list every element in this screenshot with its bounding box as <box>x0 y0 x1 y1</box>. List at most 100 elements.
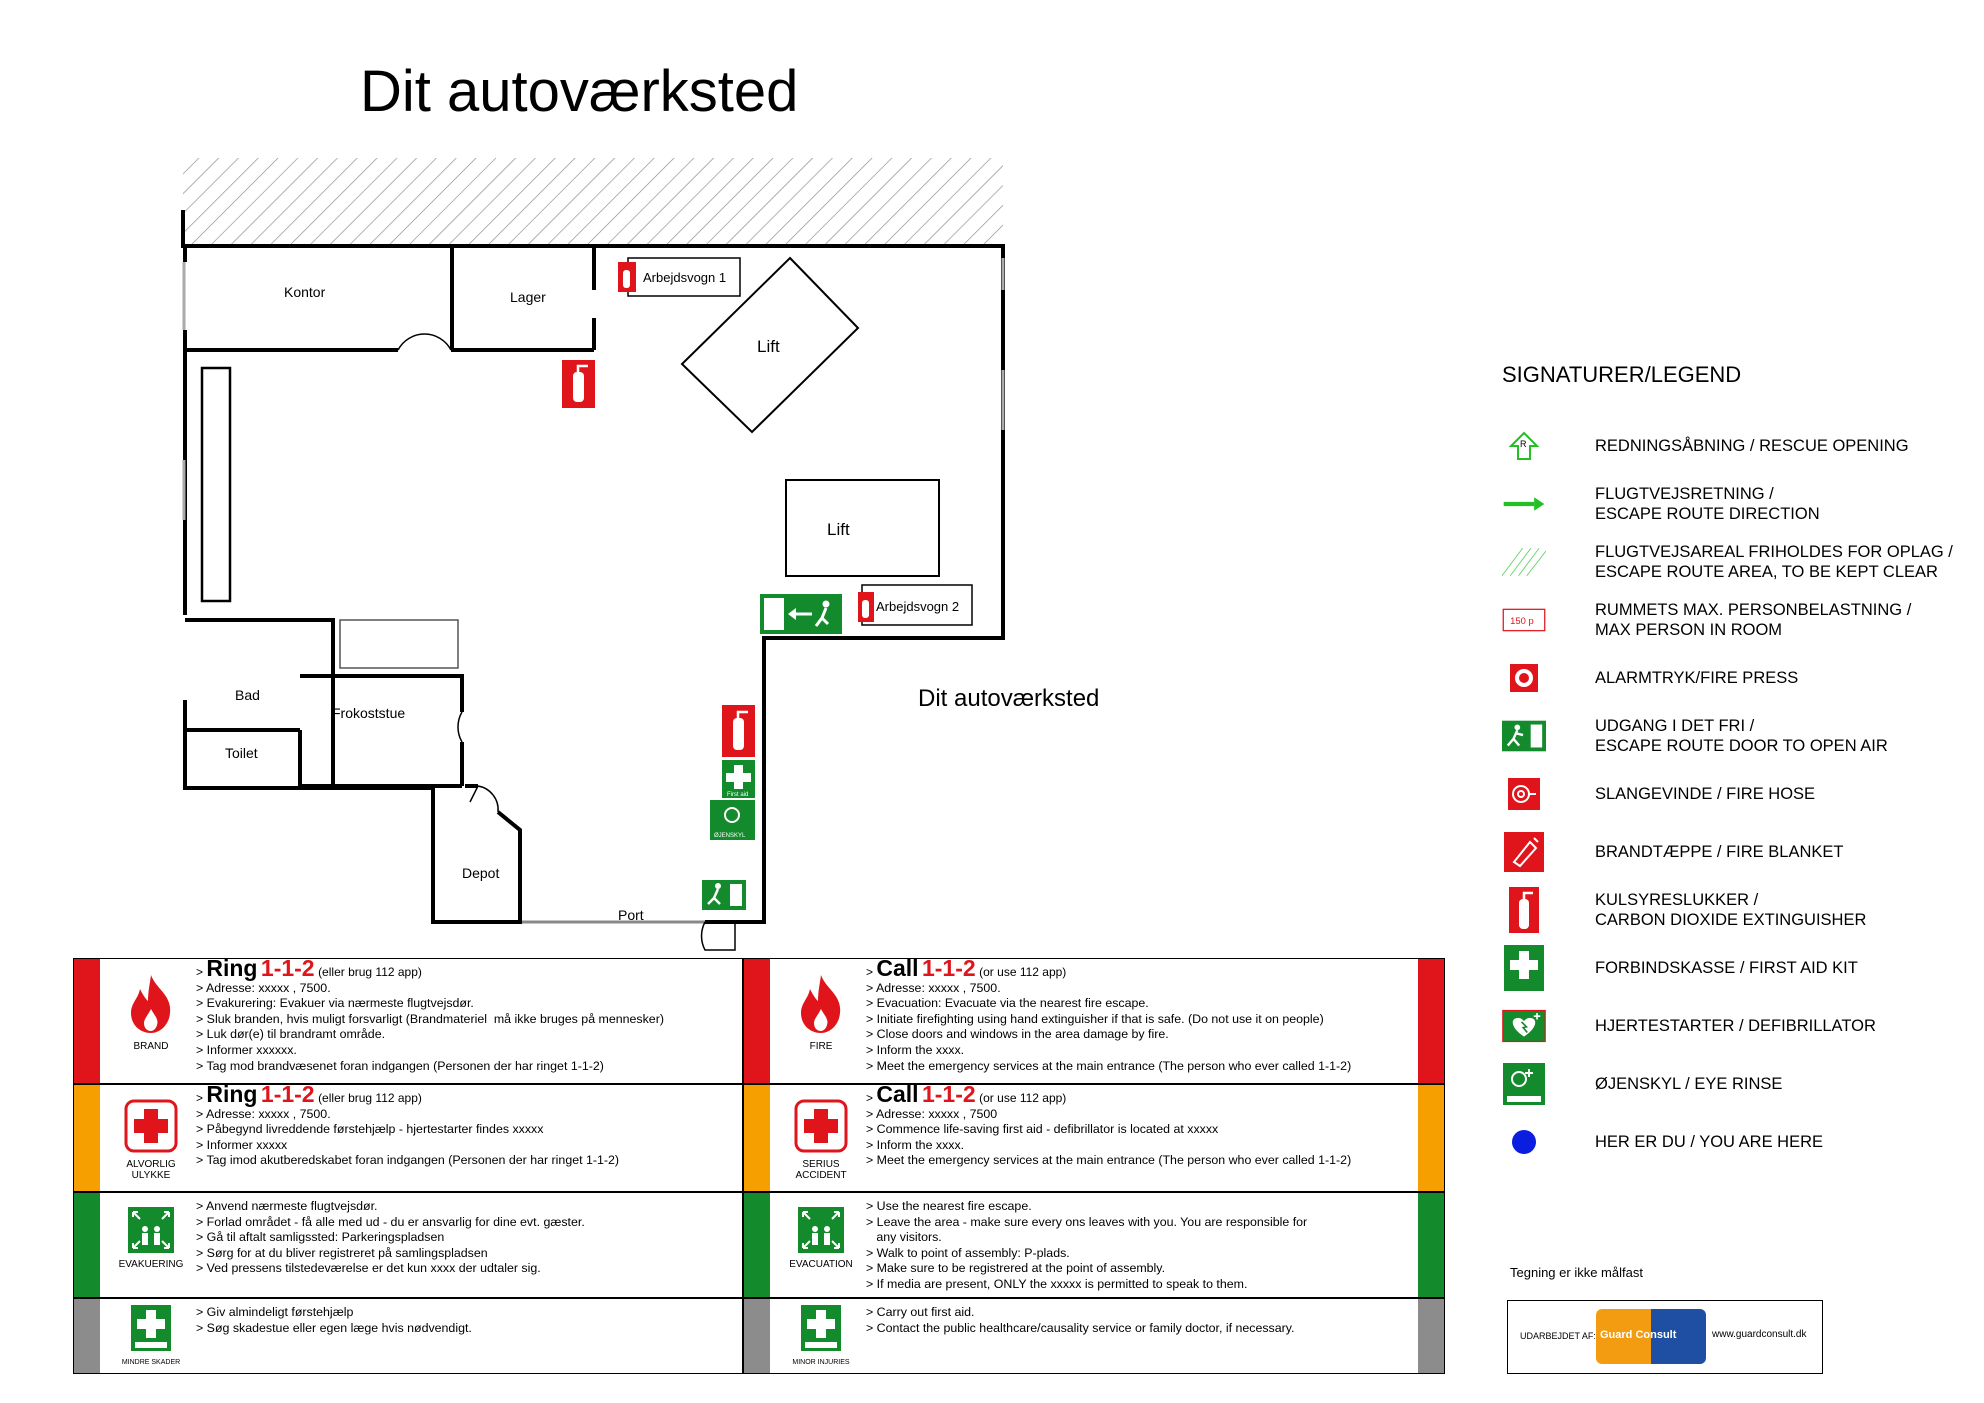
room-bad: Bad <box>235 687 260 703</box>
legend-item-text: FLUGTVEJSAREAL FRIHOLDES FOR OPLAG / ESC… <box>1595 543 1953 581</box>
instruction-line: > Close doors and windows in the area da… <box>866 1027 1169 1042</box>
room-toilet: Toilet <box>225 745 258 761</box>
severity-color-bar <box>744 1299 770 1373</box>
heading-note: (eller brug 112 app) <box>318 965 422 979</box>
panel-heading: > Call 1-1-2 (or use 112 app) <box>866 1081 1067 1107</box>
room-depot: Depot <box>462 865 499 881</box>
instruction-line: > Commence life-saving first aid - defib… <box>866 1122 1219 1137</box>
legend-item: FORBINDSKASSE / FIRST AID KIT <box>1502 945 1972 991</box>
instruction-line: > Use the nearest fire escape. <box>866 1199 1032 1213</box>
instruction-line: > Informer xxxxx <box>196 1137 288 1152</box>
instruction-line: any visitors. <box>866 1230 942 1245</box>
instruction-line: > Tag mod brandvæsenet foran indgangen (… <box>196 1058 604 1073</box>
legend-item: FLUGTVEJSRETNING / ESCAPE ROUTE DIRECTIO… <box>1502 482 1972 526</box>
fire-alarm-icon <box>1502 656 1546 700</box>
escape-area-hatch <box>183 158 1003 246</box>
legend-item: R REDNINGSÅBNING / RESCUE OPENING <box>1502 424 1972 468</box>
legend-item: ØJENSKYL / EYE RINSE <box>1502 1062 1972 1106</box>
instruction-line: > Walk to point of assembly: P-plads. <box>866 1245 1070 1260</box>
panel-icon-label: EVACUATION <box>789 1259 853 1270</box>
heading-note: (or use 112 app) <box>979 965 1067 979</box>
severity-color-bar <box>744 1193 770 1297</box>
panel-text: > Ring 1-1-2 (eller brug 112 app)> Adres… <box>196 1083 620 1169</box>
exit-sign-icon <box>760 594 842 634</box>
escape-area-hatch-icon <box>1502 540 1546 584</box>
instruction-panel-en: EVACUATION > Use the nearest fire escape.… <box>743 1192 1445 1298</box>
panel-text: > Call 1-1-2 (or use 112 app)> Adresse: … <box>866 1081 1351 1169</box>
room-kontor: Kontor <box>284 284 326 300</box>
outer-wall <box>181 210 1005 924</box>
instruction-line: > Sørg for at du bliver registreret på s… <box>196 1245 488 1260</box>
instruction-line: > Ved pressens tilstedeværelse er det ku… <box>196 1261 541 1276</box>
instruction-line: > Adresse: xxxxx , 7500. <box>866 980 1001 995</box>
svg-text:150 p: 150 p <box>1510 615 1534 626</box>
legend-item-text: KULSYRESLUKKER / CARBON DIOXIDE EXTINGUI… <box>1595 891 1867 929</box>
instruction-line: > Inform the xxxx. <box>866 1137 965 1152</box>
legend-item: HER ER DU / YOU ARE HERE <box>1502 1120 1972 1164</box>
instruction-line: > Adresse: xxxxx , 7500. <box>196 980 331 995</box>
severity-color-bar <box>744 959 770 1083</box>
instruction-line: > Tag imod akutberedskabet foran indgang… <box>196 1153 620 1168</box>
emergency-number: 1-1-2 <box>921 1081 976 1107</box>
emergency-number: 1-1-2 <box>260 1081 315 1107</box>
panel-text: > Anvend nærmeste flugtvejsdør.> Forlad … <box>196 1199 585 1277</box>
instruction-line: > If media are present, ONLY the xxxxx i… <box>866 1276 1248 1291</box>
guard-consult-logo: Guard Consult <box>1596 1309 1706 1364</box>
instruction-line: > Luk dør(e) til brandramt område. <box>196 1027 386 1042</box>
instruction-line: > Sluk branden, hvis muligt forsvarligt … <box>196 1011 664 1026</box>
panel-icon: SERIUS ACCIDENT <box>786 1099 856 1181</box>
you-are-here-icon <box>1502 1120 1546 1164</box>
room-lift-1: Lift <box>757 337 780 356</box>
extinguisher-icon <box>618 262 636 292</box>
svg-text:R: R <box>1520 439 1527 449</box>
panel-icon: FIRE <box>786 973 856 1052</box>
extinguisher-icon <box>858 592 874 622</box>
credit-url[interactable]: www.guardconsult.dk <box>1712 1329 1807 1340</box>
instruction-line: > Inform the xxxx. <box>866 1042 965 1057</box>
instruction-line: > Giv almindeligt førstehjælp <box>196 1305 354 1319</box>
call-word: Ring <box>206 1081 258 1107</box>
panel-icon-label: FIRE <box>809 1041 833 1052</box>
legend-item-text: BRANDTÆPPE / FIRE BLANKET <box>1595 843 1844 861</box>
legend-item-text: ØJENSKYL / EYE RINSE <box>1595 1075 1783 1093</box>
panel-icon-label: ALVORLIG ULYKKE <box>126 1159 176 1181</box>
legend-item-text: HER ER DU / YOU ARE HERE <box>1595 1133 1823 1151</box>
extinguisher-icon <box>1502 887 1546 933</box>
panel-icon: EVAKUERING <box>116 1207 186 1270</box>
instruction-line: > Make sure to be registrered at the poi… <box>866 1261 1166 1276</box>
instruction-line: > Contact the public healthcare/causalit… <box>866 1320 1295 1335</box>
floor-plan: Kontor Lager Lift Lift Bad Toilet Frokos… <box>181 158 1099 951</box>
exit-door-icon <box>1502 714 1546 758</box>
panel-icon: ALVORLIG ULYKKE <box>116 1099 186 1181</box>
panel-icon-label: BRAND <box>133 1041 169 1052</box>
legend-item: ALARMTRYK/FIRE PRESS <box>1502 656 1972 700</box>
first-aid-plan-label: First aid <box>727 792 748 798</box>
call-word: Call <box>876 955 919 981</box>
panel-text: > Call 1-1-2 (or use 112 app)> Adresse: … <box>866 957 1352 1074</box>
legend-item-text: FORBINDSKASSE / FIRST AID KIT <box>1595 959 1858 977</box>
severity-color-bar <box>1418 959 1444 1083</box>
instruction-line: > Leave the area - make sure every ons l… <box>866 1214 1308 1229</box>
exit-door-icon <box>702 880 746 910</box>
legend-item: SLANGEVINDE / FIRE HOSE <box>1502 772 1972 816</box>
building-label: Dit autoværksted <box>918 685 1099 712</box>
eye-rinse-icon: ØJENSKYL <box>710 800 755 840</box>
fire-hose-icon <box>1502 772 1546 816</box>
severity-color-bar <box>74 1085 100 1191</box>
instruction-line: > Meet the emergency services at the mai… <box>866 1058 1352 1073</box>
legend-item: HJERTESTARTER / DEFIBRILLATOR <box>1502 1004 1972 1048</box>
defibrillator-icon <box>1502 1004 1546 1048</box>
credit-label: UDARBEJDET AF: <box>1520 1331 1596 1341</box>
instruction-line: > Anvend nærmeste flugtvejsdør. <box>196 1199 378 1213</box>
eye-rinse-icon <box>1502 1062 1546 1106</box>
call-word: Ring <box>206 955 258 981</box>
panel-text: > Use the nearest fire escape.> Leave th… <box>866 1199 1307 1293</box>
heading-note: (or use 112 app) <box>979 1091 1067 1105</box>
instruction-line: > Søg skadestue eller egen læge hvis nød… <box>196 1320 472 1335</box>
escape-arrow-icon <box>1502 482 1546 526</box>
severity-color-bar <box>1418 1299 1444 1373</box>
legend-item-text: REDNINGSÅBNING / RESCUE OPENING <box>1595 437 1909 455</box>
instruction-line: > Informer xxxxxx. <box>196 1042 297 1057</box>
severity-color-bar <box>744 1085 770 1191</box>
severity-color-bar <box>74 1193 100 1297</box>
